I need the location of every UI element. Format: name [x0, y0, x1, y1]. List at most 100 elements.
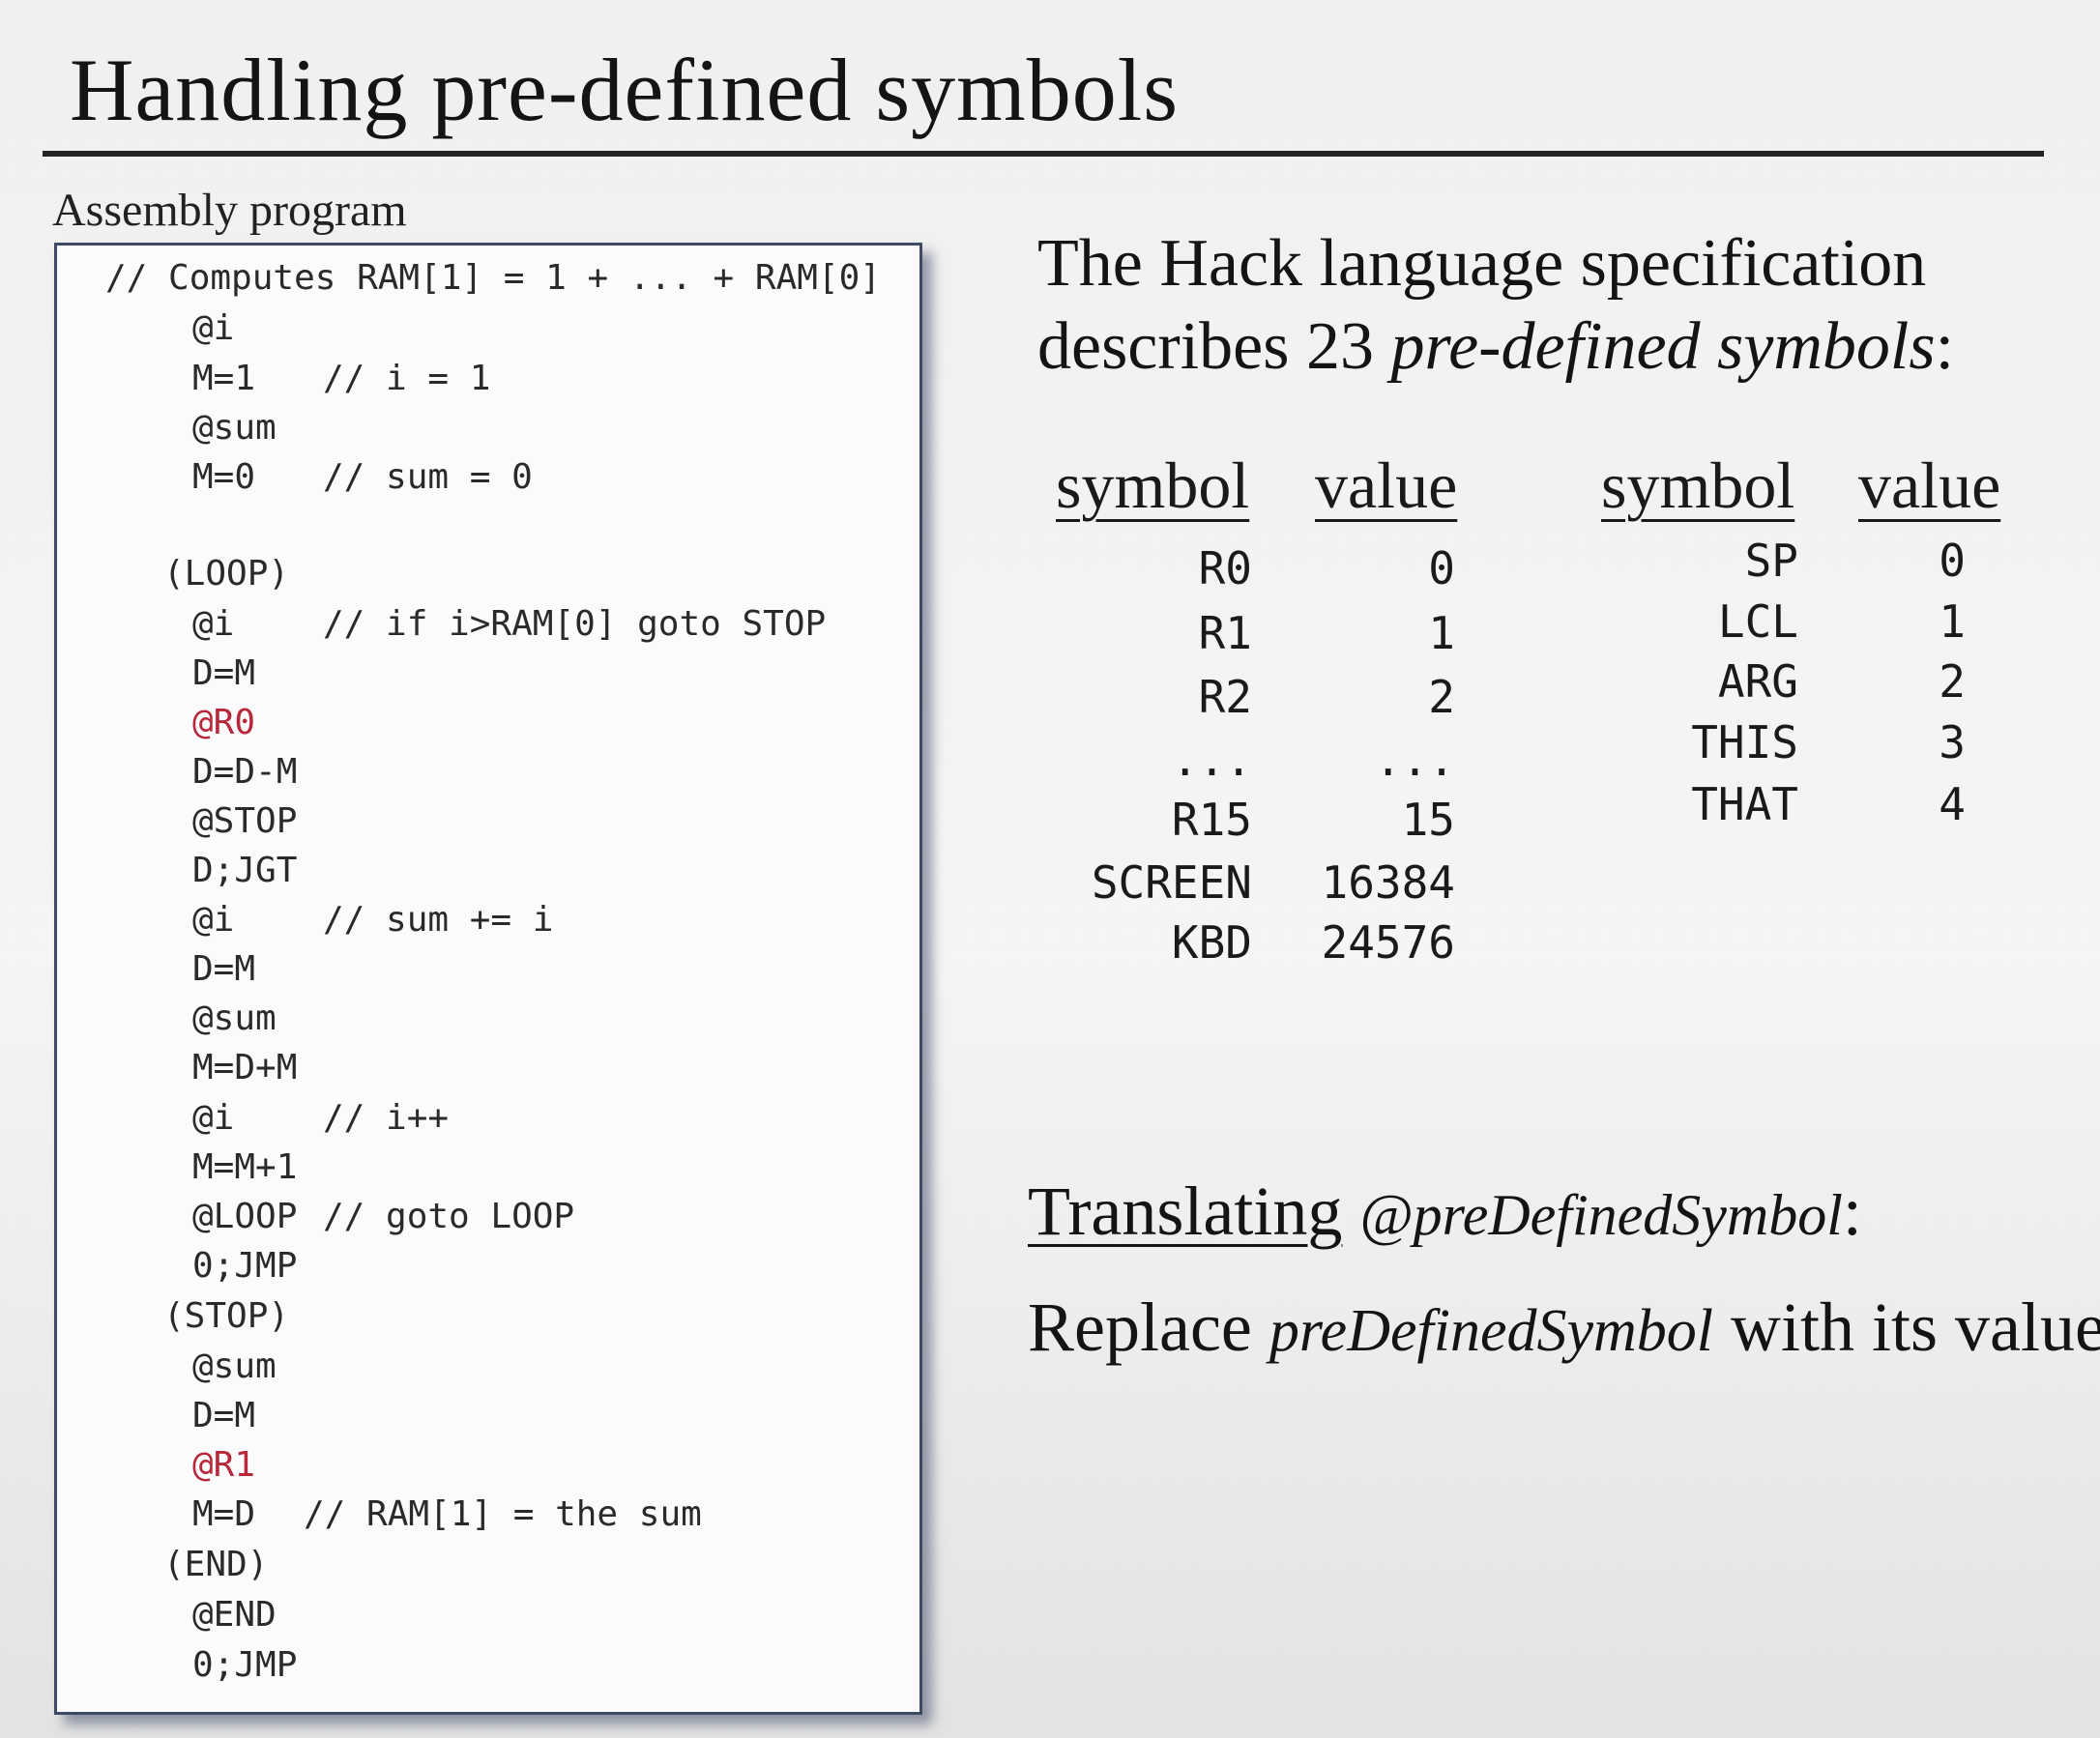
- code-text: D=M: [192, 949, 256, 989]
- code-text: @i: [192, 308, 235, 348]
- code-text: @i: [192, 604, 235, 644]
- table-cell-symbol: ...: [1171, 734, 1252, 786]
- table-cell-value: 15: [1401, 794, 1455, 846]
- table-header-symbol-left: symbol: [1056, 449, 1250, 522]
- code-line-14: @sum: [192, 999, 277, 1038]
- code-line-7: D=M: [192, 654, 255, 693]
- table-cell-symbol: R1: [1198, 607, 1252, 659]
- spec-description: The Hack language specification describe…: [1037, 222, 1954, 389]
- code-text: @STOP: [192, 801, 298, 841]
- code-line-17: M=M+1: [192, 1148, 297, 1187]
- table-cell-symbol: R0: [1198, 542, 1252, 594]
- translating-heading: Translating @preDefinedSymbol:: [1028, 1170, 1862, 1257]
- table-cell-value: ...: [1374, 734, 1455, 786]
- table-cell-symbol: THIS: [1691, 716, 1798, 768]
- code-text: @i: [192, 1098, 235, 1138]
- replace-emphasis: preDefinedSymbol: [1269, 1298, 1713, 1364]
- table-cell-value: 16384: [1321, 856, 1455, 909]
- code-text: M=D: [192, 1494, 256, 1534]
- table-cell-symbol: SCREEN: [1091, 856, 1252, 909]
- table-cell-value: 2: [1428, 671, 1455, 723]
- code-line-3: @sum: [192, 409, 277, 448]
- code-line-12: @i // sum += i: [192, 900, 553, 940]
- desc-line1: The Hack language specification: [1037, 226, 1927, 301]
- code-line-6: @i// if i>RAM[0] goto STOP: [192, 604, 826, 644]
- code-line-0: // Computes RAM[1] = 1 + ... + RAM[0]: [105, 259, 881, 298]
- code-line-26: @END: [192, 1596, 277, 1635]
- code-text: @LOOP: [192, 1197, 298, 1236]
- table-cell-value: 24576: [1321, 916, 1455, 969]
- table-cell-value: 2: [1939, 655, 1966, 708]
- code-comment: // goto LOOP: [323, 1197, 575, 1236]
- code-line-20: (STOP): [163, 1297, 289, 1336]
- table-cell-symbol: ARG: [1717, 655, 1798, 708]
- desc-prefix: describes 23: [1037, 309, 1391, 384]
- code-line-16: @i // i++: [192, 1098, 449, 1138]
- code-text: @R1: [192, 1445, 256, 1485]
- code-line-24: M=D // RAM[1] = the sum: [192, 1494, 702, 1534]
- table-header-value-left: value: [1315, 449, 1458, 522]
- code-line-9: D=D-M: [192, 753, 297, 792]
- code-comment: // RAM[1] = the sum: [304, 1494, 702, 1534]
- replace-prefix: Replace: [1028, 1289, 1269, 1366]
- code-text: (LOOP): [163, 554, 290, 594]
- code-text: @END: [192, 1595, 277, 1635]
- code-comment: // i++: [323, 1098, 450, 1138]
- code-line-21: @sum: [192, 1347, 277, 1386]
- table-cell-symbol: SP: [1744, 535, 1798, 587]
- code-text: 0;JMP: [192, 1246, 298, 1286]
- code-line-10: @STOP: [192, 802, 297, 841]
- code-text: D=M: [192, 1396, 256, 1435]
- replace-instruction: Replace preDefinedSymbol with its value: [1028, 1286, 2100, 1373]
- table-cell-value: 0: [1428, 542, 1455, 594]
- code-text: (END): [163, 1545, 269, 1584]
- assembly-caption: Assembly program: [52, 185, 407, 236]
- code-text: @sum: [192, 999, 277, 1038]
- slide-title: Handling pre-defined symbols: [70, 41, 1180, 139]
- code-line-5: (LOOP): [163, 555, 289, 594]
- code-line-11: D;JGT: [192, 852, 297, 890]
- code-comment: // sum = 0: [323, 457, 533, 497]
- table-cell-value: 1: [1939, 595, 1966, 648]
- table-cell-value: 1: [1428, 607, 1455, 659]
- code-line-4: M=0 // sum = 0: [192, 457, 533, 497]
- code-line-19: 0;JMP: [192, 1247, 297, 1286]
- code-line-22: D=M: [192, 1397, 255, 1435]
- code-text: M=1: [192, 359, 256, 398]
- desc-suffix: :: [1935, 309, 1955, 384]
- table-cell-symbol: R15: [1171, 794, 1252, 846]
- code-line-1: @i: [192, 309, 234, 348]
- title-divider: [43, 151, 2044, 157]
- replace-suffix: with its value: [1713, 1289, 2100, 1366]
- code-text: D;JGT: [192, 851, 298, 890]
- table-header-symbol-right: symbol: [1601, 449, 1795, 522]
- code-line-27: 0;JMP: [192, 1646, 297, 1685]
- translating-symbol: @preDefinedSymbol: [1359, 1183, 1843, 1247]
- table-cell-value: 3: [1939, 716, 1966, 768]
- code-line-2: M=1 // i = 1: [192, 359, 490, 398]
- table-cell-symbol: THAT: [1691, 778, 1798, 830]
- desc-emphasis: pre-defined symbols: [1390, 309, 1936, 384]
- table-cell-symbol: R2: [1198, 671, 1252, 723]
- assembly-code-box: // Computes RAM[1] = 1 + ... + RAM[0] @i…: [54, 243, 922, 1715]
- code-line-18: @LOOP // goto LOOP: [192, 1197, 574, 1236]
- code-text: D=D-M: [192, 752, 298, 792]
- table-cell-symbol: LCL: [1717, 595, 1798, 648]
- code-text: // Computes RAM[1] = 1 + ... + RAM[0]: [105, 258, 881, 298]
- code-comment: // i = 1: [323, 359, 491, 398]
- code-text: @sum: [192, 408, 277, 448]
- code-text: 0;JMP: [192, 1645, 298, 1685]
- table-cell-value: 0: [1939, 535, 1966, 587]
- code-text: (STOP): [163, 1296, 290, 1336]
- code-comment: // sum += i: [323, 900, 554, 940]
- code-text: @R0: [192, 703, 256, 742]
- code-line-8: @R0: [192, 704, 255, 742]
- code-line-23: @R1: [192, 1446, 255, 1485]
- code-text: @i: [192, 900, 235, 940]
- code-text: M=M+1: [192, 1147, 298, 1187]
- table-cell-value: 4: [1939, 778, 1966, 830]
- table-cell-symbol: KBD: [1171, 916, 1252, 969]
- translating-colon: :: [1842, 1173, 1862, 1250]
- code-text: M=0: [192, 457, 256, 497]
- table-header-value-right: value: [1858, 449, 2001, 522]
